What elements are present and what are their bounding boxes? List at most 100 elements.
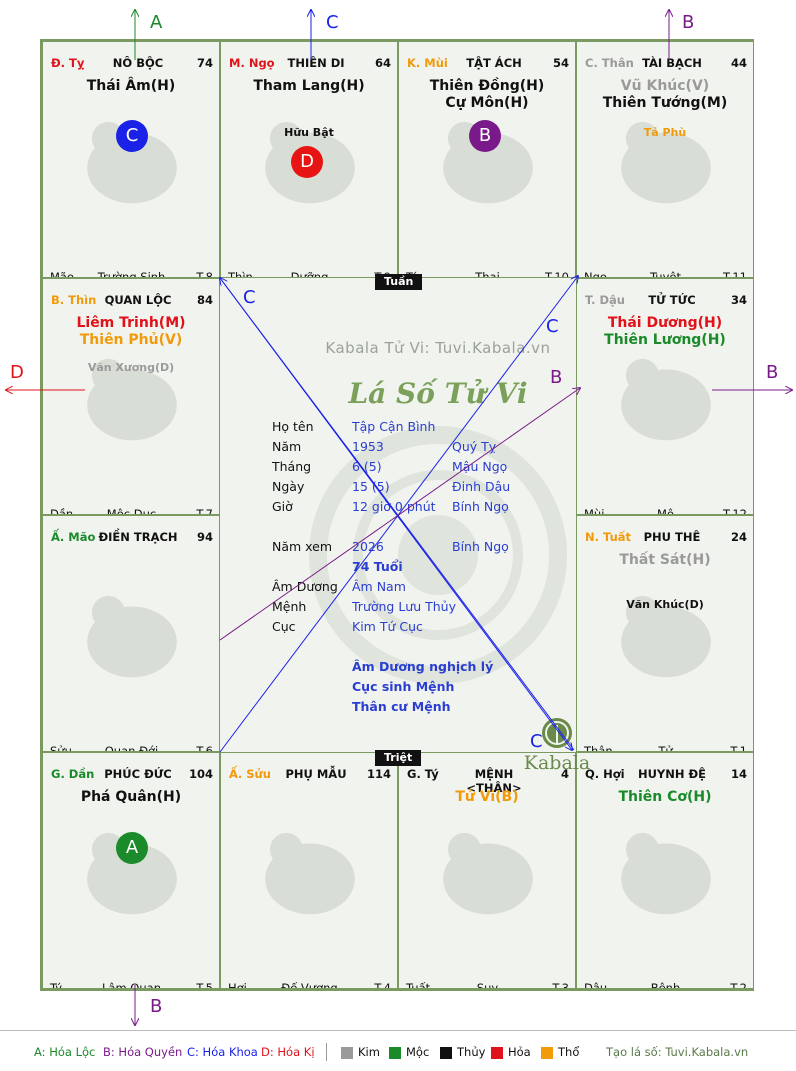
arrow-label-b-center: B bbox=[550, 367, 563, 388]
footer-branch: Sửu bbox=[50, 744, 72, 752]
palace-branch: Ấ. Sửu bbox=[229, 767, 271, 781]
footer-age-range: T.12 bbox=[723, 507, 747, 515]
footer-age-range: T.7 bbox=[196, 507, 213, 515]
footer-age-range: T.2 bbox=[730, 981, 747, 989]
footer-branch: Ngọ bbox=[584, 270, 607, 278]
kabala-logo-text: Kabala bbox=[524, 752, 590, 774]
chart-note: Thân cư Mệnh bbox=[352, 699, 451, 714]
palace-name: PHÚC ĐỨC bbox=[104, 767, 172, 781]
info-value: 1953 bbox=[352, 439, 384, 454]
main-stars: Thiên Cơ(H) bbox=[577, 789, 753, 806]
credit-link[interactable]: Tạo lá số: Tuvi.Kabala.vn bbox=[606, 1045, 749, 1059]
palace-number: 4 bbox=[560, 767, 569, 781]
element-label: Hỏa bbox=[508, 1045, 531, 1059]
chart-title: Lá Số Tử Vi bbox=[348, 377, 528, 410]
year-view-canchi: Bính Ngọ bbox=[452, 539, 509, 554]
transform-badge-b: B bbox=[469, 120, 501, 152]
arrow-label-c-center-3: C bbox=[530, 731, 543, 752]
star-name: Tử Vi(B) bbox=[455, 789, 519, 805]
tuan-tag: Tuần bbox=[375, 274, 423, 290]
palace-branch: G. Tý bbox=[407, 767, 439, 781]
star-name: Thất Sát(H) bbox=[619, 552, 711, 568]
palace-branch: M. Ngọ bbox=[229, 56, 275, 70]
palace-branch: C. Thân bbox=[585, 56, 634, 70]
element-swatch bbox=[440, 1047, 452, 1059]
legend-transform-item: D: Hóa Kị bbox=[261, 1045, 315, 1059]
info-value-canchi: Quý Tỵ bbox=[452, 439, 497, 454]
chart-note: Cục sinh Mệnh bbox=[352, 679, 455, 694]
star-name: Cự Môn(H) bbox=[445, 95, 529, 111]
info-value: Trường Lưu Thủy bbox=[352, 599, 456, 614]
year-view-value: 2026 bbox=[352, 539, 384, 554]
footer-branch: Mùi bbox=[584, 507, 605, 515]
footer-stage: Mộ bbox=[657, 507, 674, 515]
arrow-label-a-top: A bbox=[150, 12, 163, 33]
footer-branch: Mão bbox=[50, 270, 75, 278]
element-label: Kim bbox=[358, 1045, 380, 1059]
palace-name: HUYNH ĐỆ bbox=[637, 767, 707, 781]
main-stars: Vũ Khúc(V)Thiên Tướng(M) bbox=[577, 78, 753, 112]
footer-branch: Dậu bbox=[584, 981, 608, 989]
palace-number: 34 bbox=[730, 293, 747, 307]
palace-name: QUAN LỘC bbox=[104, 293, 172, 307]
footer-branch: Tý bbox=[406, 270, 418, 277]
minor-star: Hữu Bật bbox=[284, 126, 334, 139]
arrow-label-c-center-1: C bbox=[243, 287, 256, 308]
info-value: Âm Nam bbox=[352, 579, 406, 594]
footer-stage: Đế Vượng bbox=[281, 981, 338, 989]
main-stars: Thái Dương(H)Thiên Lương(H) bbox=[577, 315, 753, 349]
transform-badge-d: D bbox=[291, 146, 323, 178]
star-name: Thiên Tướng(M) bbox=[602, 95, 728, 111]
element-swatch bbox=[341, 1047, 353, 1059]
zodiac-animal-icon bbox=[621, 358, 711, 441]
arrow-label-c-center-2: C bbox=[546, 316, 559, 337]
zodiac-animal-icon bbox=[621, 595, 711, 678]
info-label: Ngày bbox=[272, 479, 305, 494]
minor-star: Văn Xương(D) bbox=[87, 361, 175, 374]
star-name: Thái Dương(H) bbox=[607, 315, 723, 331]
zodiac-animal-icon bbox=[87, 358, 177, 441]
palace-branch: K. Mùi bbox=[407, 56, 448, 70]
arrow-label-b-top: B bbox=[682, 12, 695, 33]
palace-name: NÔ BỘC bbox=[112, 56, 164, 70]
footer-branch: Tuất bbox=[406, 981, 431, 989]
palace-name: TÀI BẠCH bbox=[642, 56, 702, 70]
footer-age-range: T.4 bbox=[374, 981, 391, 989]
footer-age-range: T.9 bbox=[374, 270, 391, 277]
palace-name: PHỤ MẪU bbox=[285, 767, 347, 781]
legend-transform-item: C: Hóa Khoa bbox=[187, 1045, 258, 1059]
info-label: Âm Dương bbox=[272, 579, 338, 594]
arrow-label-c-top: C bbox=[326, 12, 339, 33]
zodiac-animal-icon bbox=[87, 832, 177, 915]
footer-age-range: T.5 bbox=[196, 981, 213, 989]
legend-transform-item: A: Hóa Lộc bbox=[34, 1045, 96, 1059]
main-stars: Tham Lang(H) bbox=[221, 78, 397, 95]
star-name: Phá Quân(H) bbox=[80, 789, 182, 805]
zodiac-animal-icon bbox=[621, 832, 711, 915]
footer-stage: Lâm Quan bbox=[102, 981, 161, 989]
palace-branch: B. Thìn bbox=[51, 293, 97, 307]
zodiac-animal-icon bbox=[443, 121, 533, 204]
footer-age-range: T.8 bbox=[196, 270, 213, 278]
footer-stage: Tử bbox=[658, 744, 673, 752]
star-name: Tham Lang(H) bbox=[253, 78, 365, 94]
footer-stage: Tuyệt bbox=[650, 270, 681, 278]
info-value-canchi: Bính Ngọ bbox=[452, 499, 509, 514]
info-value: Kim Tứ Cục bbox=[352, 619, 423, 634]
zodiac-animal-icon bbox=[87, 121, 177, 204]
main-stars: Thất Sát(H) bbox=[577, 552, 753, 569]
star-name: Thiên Lương(H) bbox=[604, 332, 726, 348]
main-stars: Thái Âm(H) bbox=[43, 78, 219, 95]
footer-branch: Thìn bbox=[228, 270, 253, 278]
palace-branch: Ấ. Mão bbox=[51, 530, 96, 544]
palace-name: PHU THÊ bbox=[643, 530, 701, 544]
info-value: Tập Cận Bình bbox=[352, 419, 436, 434]
star-name: Liêm Trinh(M) bbox=[76, 315, 186, 331]
